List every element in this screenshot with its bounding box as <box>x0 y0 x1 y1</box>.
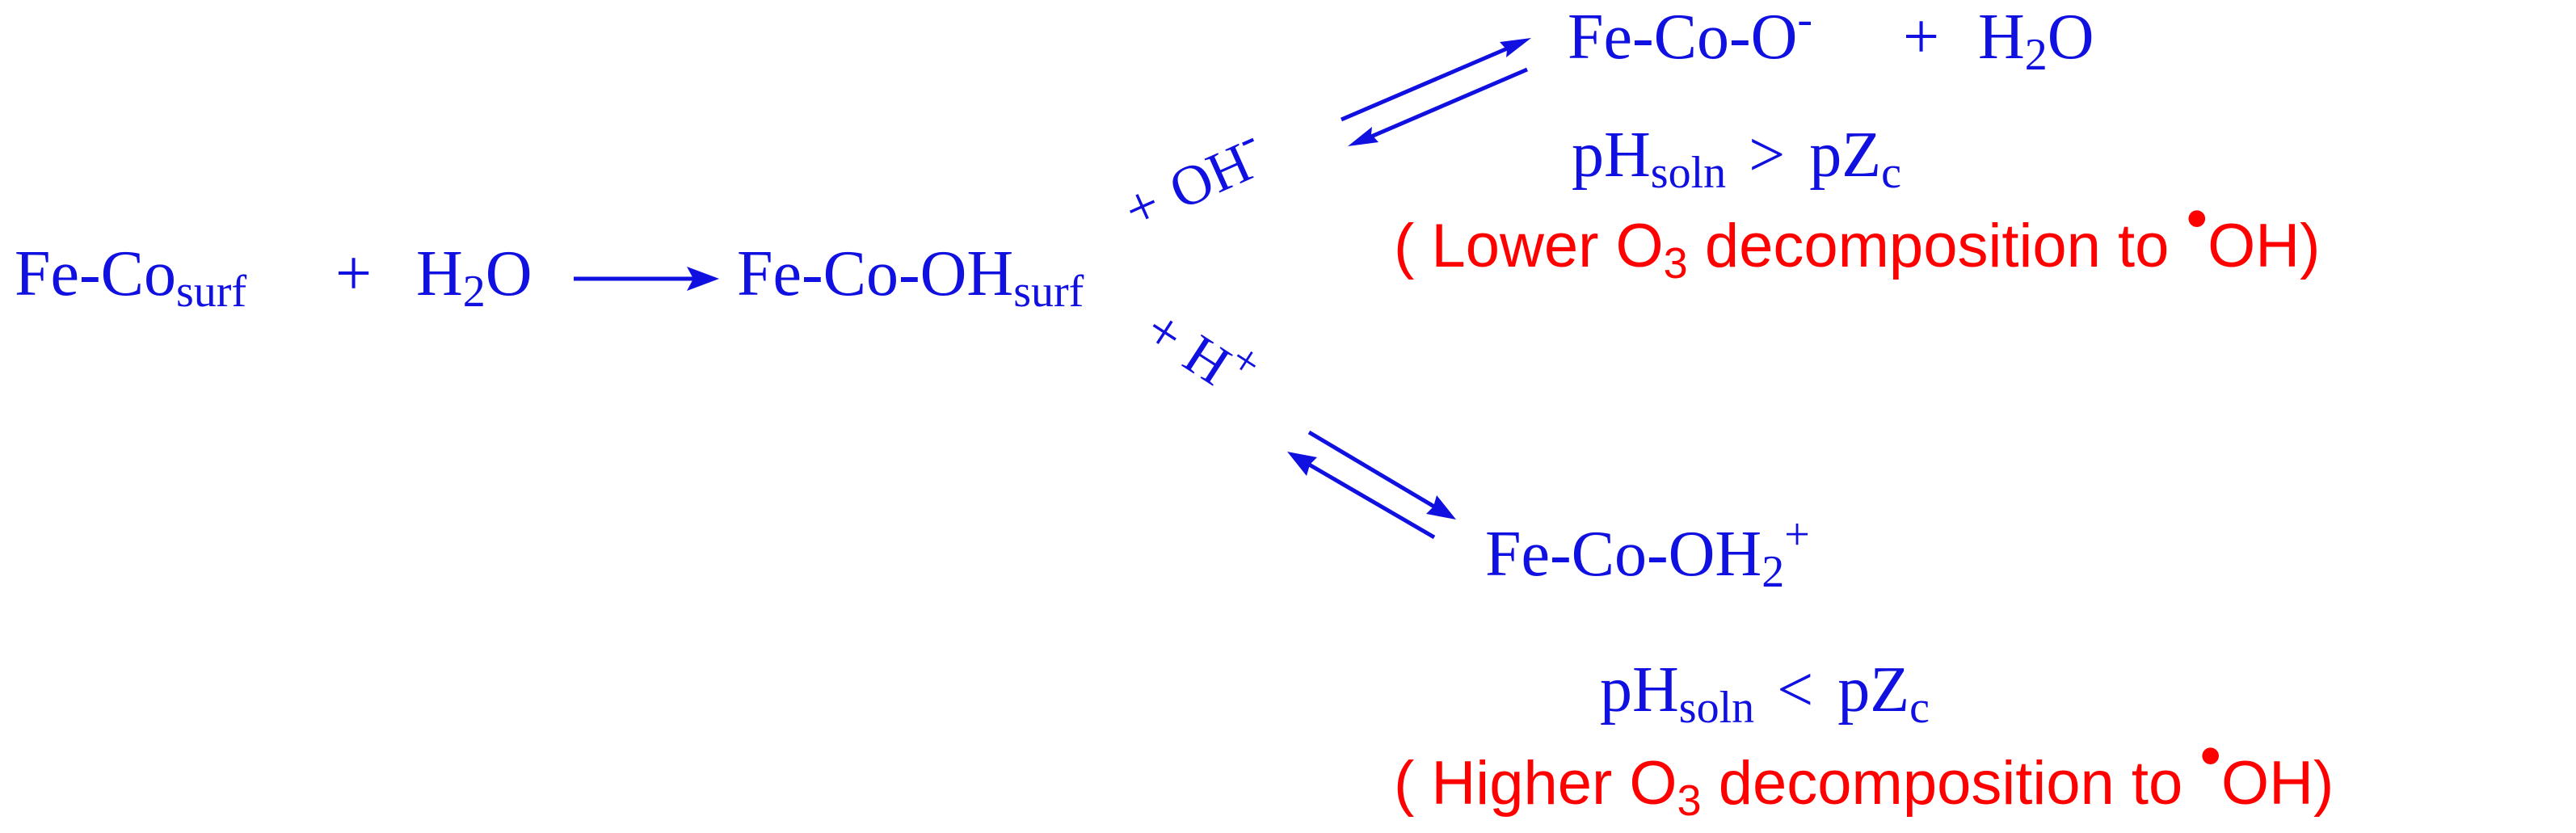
upper-reagent: +OH- <box>1109 112 1274 242</box>
reactant-plus: + <box>335 238 372 309</box>
lower-note: ( Higher O3 decomposition to •OH) <box>1394 722 2334 825</box>
lower-reagent: +H+ <box>1134 286 1270 412</box>
upper-condition: pHsoln>pZc <box>1572 120 1901 198</box>
upper-product-plus: + <box>1903 2 1939 73</box>
reactant-group: Fe-Cosurf + H2O <box>15 238 532 317</box>
lower-equilibrium-arrows <box>1287 430 1456 540</box>
svg-text:+OH-: +OH- <box>1109 112 1274 242</box>
lower-condition: pHsoln<pZc <box>1600 654 1930 733</box>
forward-arrow <box>574 267 719 291</box>
upper-product-water: H2O <box>1978 2 2094 80</box>
upper-product-formula: Fe-Co-O- <box>1568 0 1812 73</box>
intermediate-formula: Fe-Co-OHsurf <box>737 238 1084 317</box>
upper-note: ( Lower O3 decomposition to •OH) <box>1394 184 2320 288</box>
reactant-water: H2O <box>416 238 532 317</box>
svg-text:+H+: +H+ <box>1134 286 1270 412</box>
upper-product: Fe-Co-O- + H2O <box>1568 0 2094 80</box>
upper-equilibrium-arrows <box>1341 38 1531 146</box>
lower-product-formula: Fe-Co-OH2+ <box>1485 510 1810 597</box>
reactant-formula: Fe-Cosurf <box>15 238 246 317</box>
